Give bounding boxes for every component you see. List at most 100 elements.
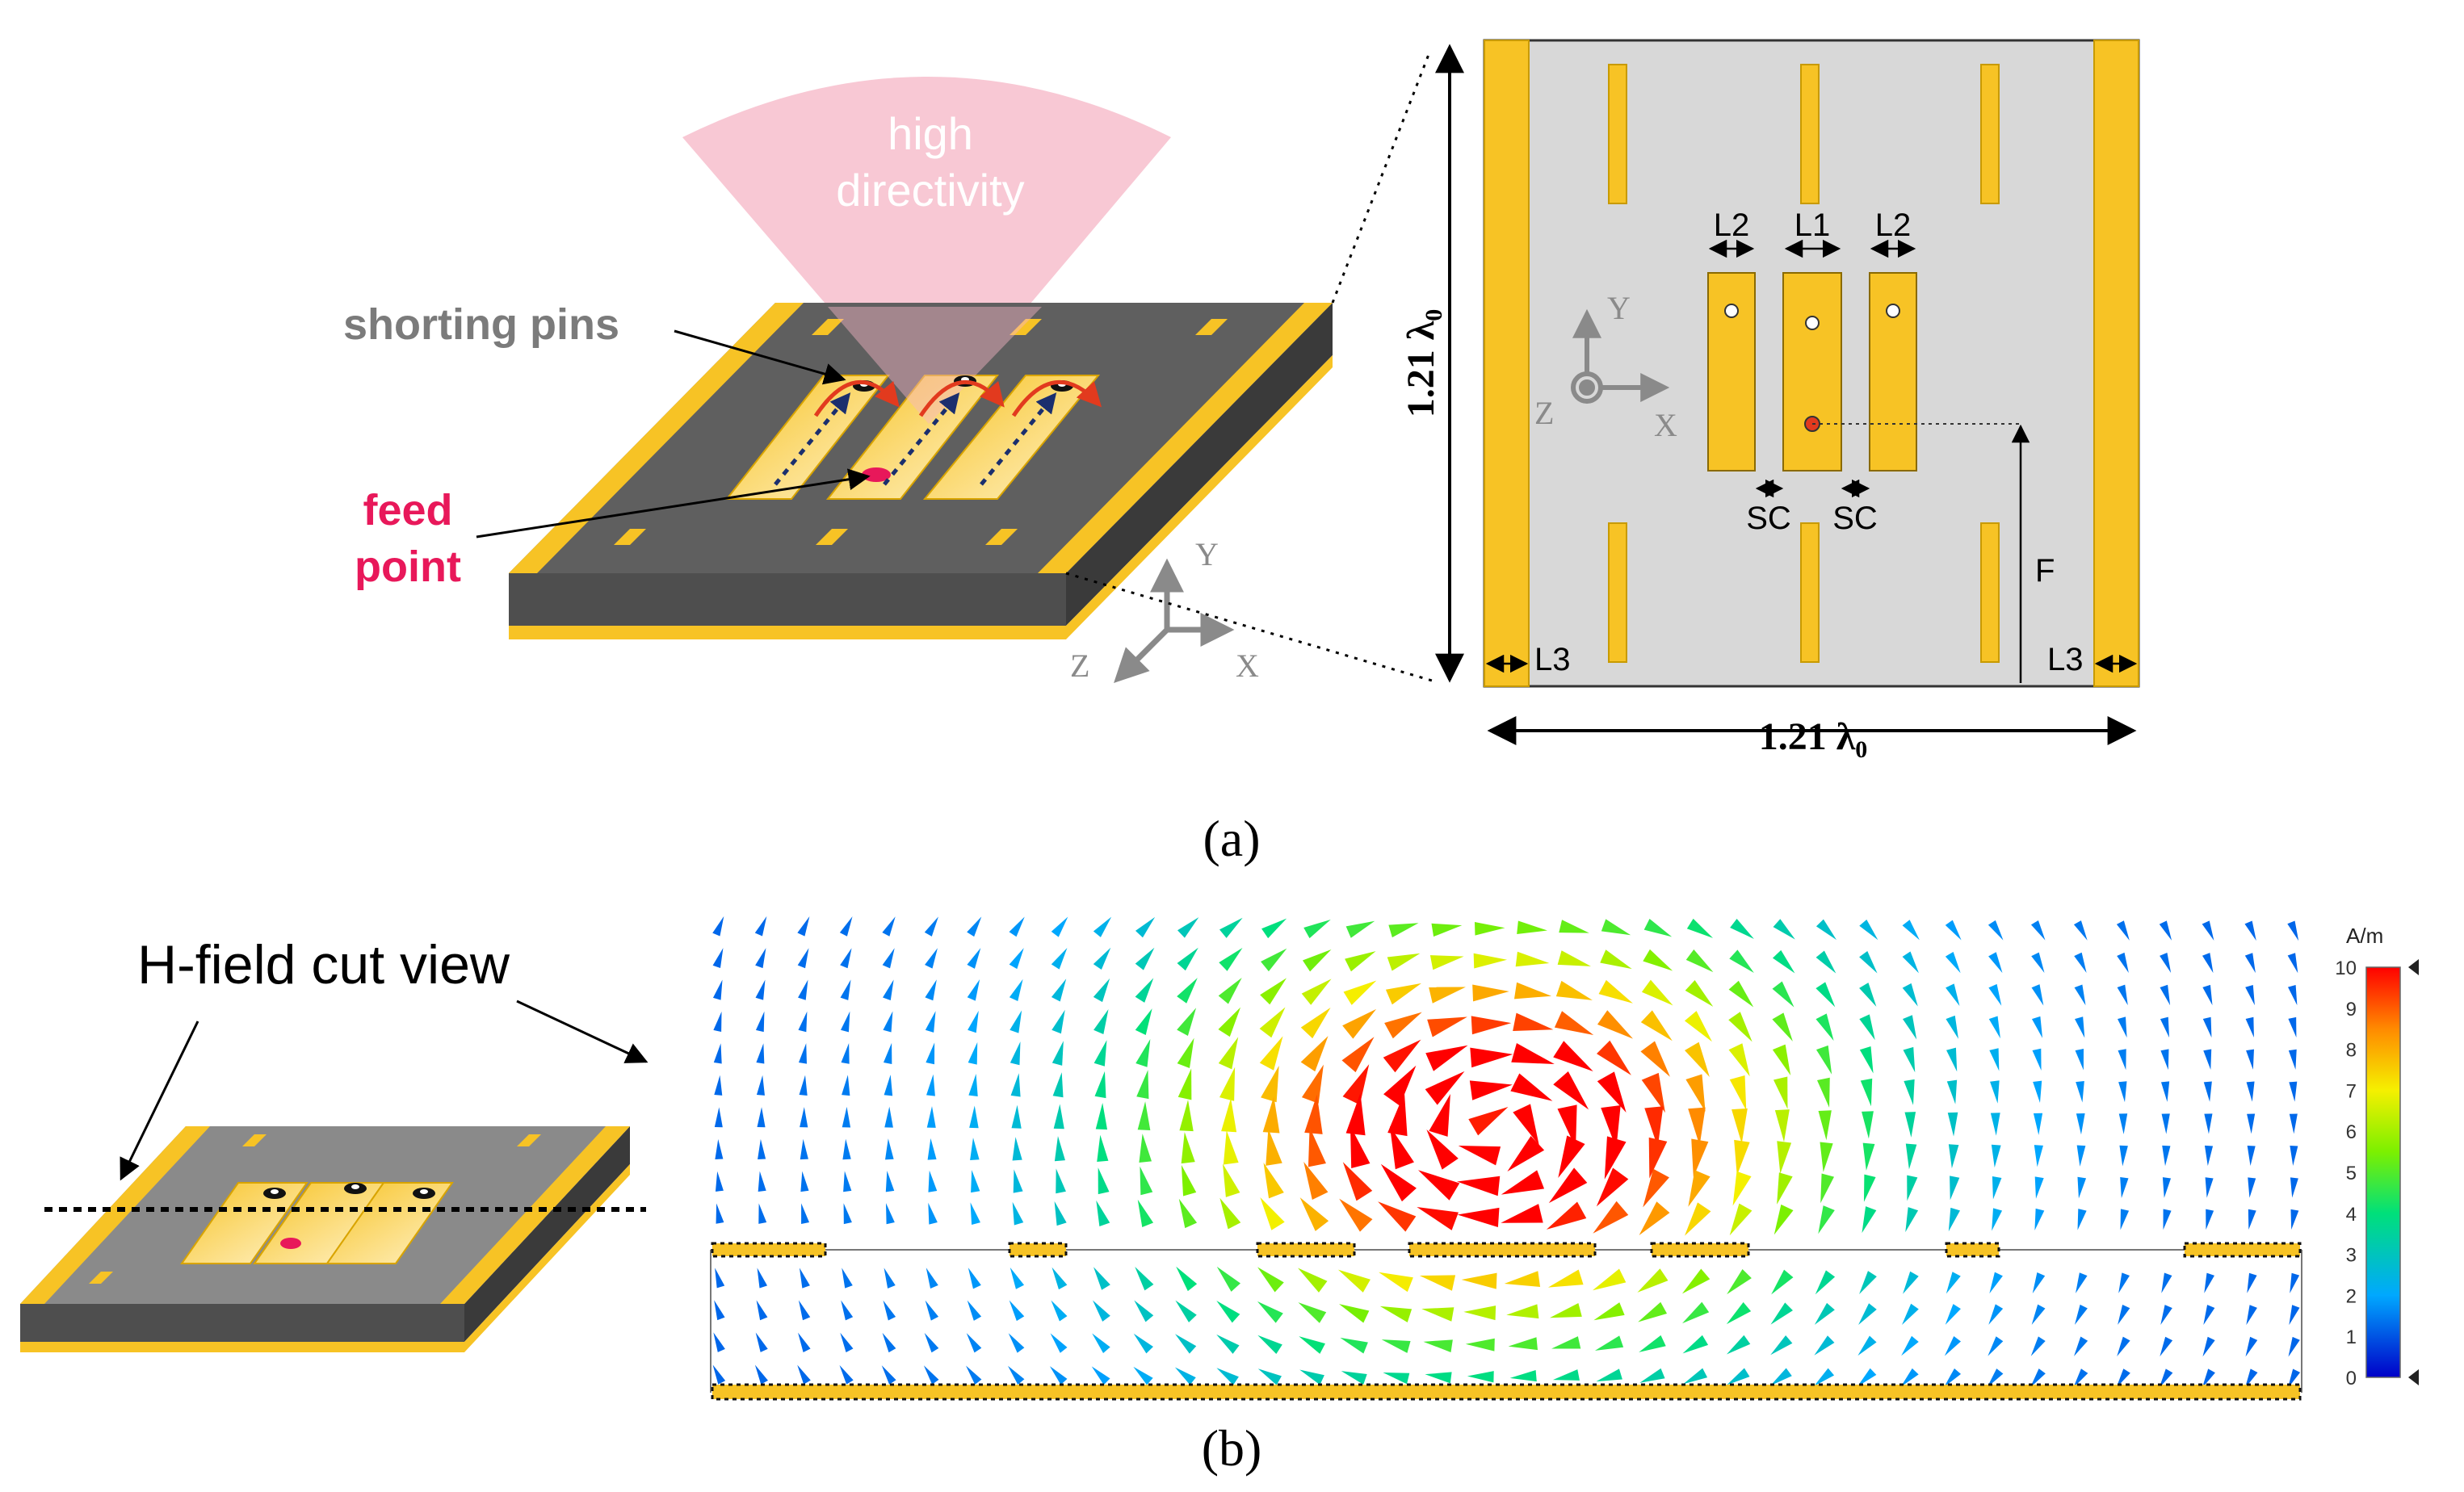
field-vector [1381, 1339, 1411, 1353]
top-view-slots [1608, 64, 2000, 663]
field-vector [1429, 987, 1466, 1004]
field-vector [926, 1106, 936, 1128]
field-vector [1012, 1137, 1022, 1161]
field-vector [1948, 1207, 1960, 1232]
field-vector [968, 1074, 978, 1097]
field-vector [1257, 1335, 1282, 1354]
high-directivity-beam [682, 77, 1171, 424]
field-vector [1902, 920, 1920, 941]
colorbar-tick-label: 2 [2346, 1285, 2357, 1307]
field-vector [2077, 1209, 2087, 1230]
field-vector [1179, 1100, 1194, 1132]
field-vector [2118, 1113, 2128, 1134]
field-vector [714, 1075, 723, 1096]
field-vector [2161, 1113, 2170, 1134]
field-vector [2033, 1113, 2043, 1135]
field-vector [2034, 1208, 2045, 1230]
field-vector [1417, 1170, 1460, 1201]
field-vector [1266, 1128, 1282, 1166]
field-vector [926, 1268, 938, 1289]
field-vector [967, 948, 981, 969]
field-vector [1902, 1303, 1919, 1325]
field-vector [1510, 1073, 1553, 1101]
field-vector [967, 916, 982, 937]
field-vector [2288, 985, 2298, 1006]
field-vector [1342, 1162, 1373, 1201]
field-vector [1991, 1144, 2001, 1168]
field-vector [1051, 947, 1068, 970]
field-vector [1685, 1041, 1710, 1077]
field-vector [1091, 1366, 1110, 1385]
colorbar-tick-label: 9 [2346, 999, 2357, 1021]
field-vector [1303, 919, 1331, 939]
top-view-pins [1724, 304, 1900, 330]
field-vector [1947, 1112, 1958, 1137]
field-vector [1772, 949, 1795, 974]
field-vector [716, 1203, 724, 1224]
field-vector [1139, 1134, 1152, 1163]
field-vector [1384, 1012, 1422, 1039]
field-vector [1218, 977, 1242, 1004]
label-L1: L1 [1794, 207, 1831, 243]
field-vector [2120, 1176, 2129, 1199]
label-SC-right: SC [1832, 501, 1878, 536]
field-vector [1140, 1166, 1153, 1196]
field-vector [1300, 1036, 1329, 1072]
field-vector [754, 1364, 768, 1385]
field-vector [1639, 1368, 1665, 1383]
field-vector [797, 948, 809, 969]
field-vector [839, 916, 853, 937]
field-vector [1641, 979, 1673, 1006]
field-vector [885, 1171, 895, 1192]
field-vector [1639, 1201, 1670, 1235]
shorting-pins-label: shorting pins [343, 300, 619, 349]
cut-metal-segments [711, 1242, 2302, 1401]
field-vector [843, 1203, 852, 1225]
field-vector [882, 1332, 896, 1353]
field-vector [756, 1075, 765, 1096]
field-vector [797, 916, 810, 937]
field-vector [2118, 1272, 2130, 1293]
field-vector [2204, 1272, 2214, 1293]
field-vector [799, 1268, 810, 1289]
field-vector [1429, 1093, 1450, 1137]
side-strip-right [1038, 303, 1333, 573]
field-vector [1682, 1301, 1710, 1324]
field-vector [2160, 1049, 2169, 1071]
field-vector [965, 1365, 982, 1385]
field-vector [1684, 1011, 1712, 1042]
field-vector [1734, 1139, 1750, 1176]
field-vector [1992, 1208, 2003, 1231]
field-vector [1133, 1333, 1153, 1354]
field-vector [1643, 1168, 1669, 1208]
field-vector [2076, 1080, 2084, 1103]
field-vector [2202, 1016, 2212, 1038]
field-vector [1546, 1201, 1587, 1230]
field-vector [1648, 1137, 1668, 1179]
field-vector [1219, 1067, 1236, 1101]
field-vector [925, 979, 937, 1001]
field-vector [1421, 1307, 1454, 1322]
antenna-top-view [1435, 39, 2140, 745]
field-vector [1261, 1065, 1279, 1103]
field-vector [1905, 1143, 1917, 1170]
slot-strips [614, 319, 1228, 545]
field-vector [1301, 979, 1332, 1005]
field-vector [966, 1333, 982, 1353]
field-vector [841, 1042, 850, 1064]
field-vector [2162, 1145, 2171, 1167]
field-vector [1513, 1104, 1539, 1146]
field-vector [2074, 1336, 2088, 1356]
field-vector [1345, 920, 1375, 938]
field-vector [883, 1300, 896, 1321]
antenna-3d-view [476, 77, 1333, 639]
field-vector [1222, 1163, 1240, 1197]
field-vector [1387, 953, 1421, 971]
caption-b: (b) [1202, 1419, 1262, 1477]
field-vector [2075, 1016, 2085, 1038]
field-vector [712, 916, 724, 937]
field-vector [1051, 1300, 1068, 1322]
field-vector [715, 1268, 725, 1289]
field-vector [968, 1041, 978, 1065]
